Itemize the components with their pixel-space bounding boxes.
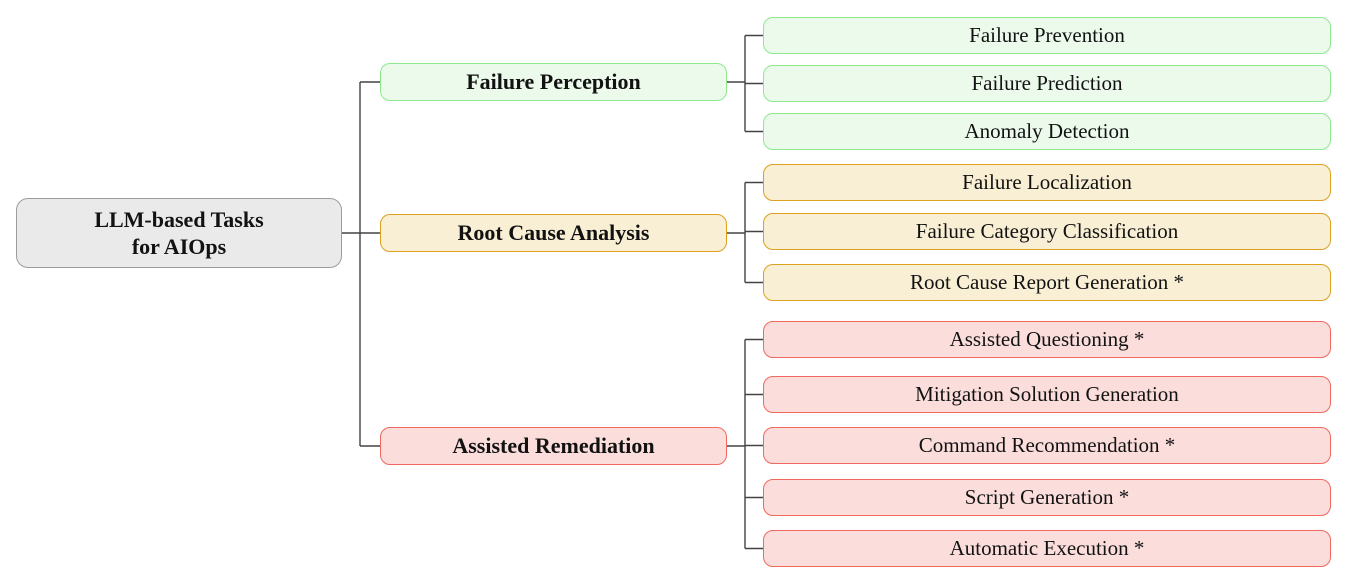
connector-root-branches bbox=[342, 81, 380, 447]
leaf-failure-prediction: Failure Prediction bbox=[763, 65, 1331, 102]
leaf-assisted-questioning: Assisted Questioning * bbox=[763, 321, 1331, 358]
leaf-anomaly-detection: Anomaly Detection bbox=[763, 113, 1331, 150]
leaf-automatic-execution: Automatic Execution * bbox=[763, 530, 1331, 567]
leaf-mitigation-solution-generation: Mitigation Solution Generation bbox=[763, 376, 1331, 413]
connector-root-cause-analysis bbox=[727, 181, 763, 284]
leaf-command-recommendation: Command Recommendation * bbox=[763, 427, 1331, 464]
root-label-line1: LLM-based Tasks bbox=[94, 206, 264, 232]
connector-assisted-remediation bbox=[727, 338, 763, 550]
leaf-script-generation: Script Generation * bbox=[763, 479, 1331, 516]
root-node: LLM-based Tasks for AIOps bbox=[16, 198, 342, 268]
branch-failure-perception: Failure Perception bbox=[380, 63, 727, 101]
root-label-line2: for AIOps bbox=[131, 234, 227, 259]
leaf-failure-localization: Failure Localization bbox=[763, 164, 1331, 201]
leaf-root-cause-report-generation: Root Cause Report Generation * bbox=[763, 264, 1331, 301]
branch-root-cause-analysis: Root Cause Analysis bbox=[380, 214, 727, 252]
leaf-failure-category-classification: Failure Category Classification bbox=[763, 213, 1331, 250]
branch-assisted-remediation: Assisted Remediation bbox=[380, 427, 727, 465]
leaf-failure-prevention: Failure Prevention bbox=[763, 17, 1331, 54]
connector-failure-perception bbox=[727, 34, 763, 133]
